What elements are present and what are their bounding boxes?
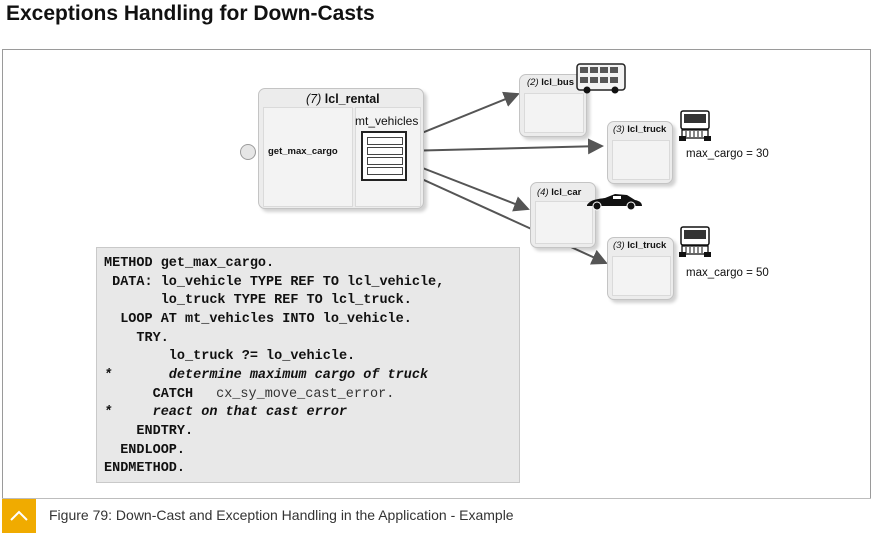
truck-label-2: (3) lcl_truck	[613, 240, 667, 251]
code-line: ENDMETHOD.	[104, 461, 186, 476]
code-line: cx_sy_move_cast_error.	[208, 387, 395, 402]
car-object	[530, 182, 596, 248]
car-label: (4) lcl_car	[537, 187, 582, 198]
method-label: get_max_cargo	[268, 146, 338, 157]
truck-attr-1: max_cargo = 30	[686, 148, 769, 160]
table-widget	[361, 131, 407, 181]
code-comment-line: * react on that cast error	[104, 405, 348, 420]
caption-text: Figure 79: Down-Cast and Exception Handl…	[49, 507, 514, 523]
bus-label: (2) lcl_bus	[527, 77, 575, 88]
truck-icon	[679, 110, 711, 141]
code-line: DATA: lo_vehicle TYPE REF TO lcl_vehicle…	[104, 275, 445, 290]
code-line: CATCH	[104, 387, 194, 402]
method-port	[240, 144, 256, 160]
truck-object-2	[607, 237, 674, 300]
code-line: lo_truck TYPE REF TO lcl_truck.	[104, 293, 412, 308]
code-line: ENDTRY.	[104, 424, 194, 439]
rental-label: (7) lcl_rental	[306, 92, 380, 106]
page-title: Exceptions Handling for Down-Casts	[6, 2, 375, 25]
bus-object	[519, 74, 587, 137]
arrow-to-truck-1	[401, 138, 604, 155]
car-icon	[587, 194, 642, 211]
attribute-label: mt_vehicles	[355, 114, 419, 128]
chevron-up-icon[interactable]	[2, 499, 36, 533]
method-panel	[263, 107, 353, 207]
code-line: METHOD get_max_cargo.	[104, 256, 275, 271]
figure-caption: Figure 79: Down-Cast and Exception Handl…	[2, 498, 871, 533]
code-comment-line: * determine maximum cargo of truck	[104, 368, 429, 383]
code-line: ENDLOOP.	[104, 443, 186, 458]
code-listing: METHOD get_max_cargo. DATA: lo_vehicle T…	[96, 247, 520, 483]
code-line: LOOP AT mt_vehicles INTO lo_vehicle.	[104, 312, 412, 327]
truck-object-1	[607, 121, 673, 184]
truck-icon	[679, 226, 711, 257]
code-line: lo_truck ?= lo_vehicle.	[104, 349, 356, 364]
code-line: TRY.	[104, 331, 169, 346]
truck-attr-2: max_cargo = 50	[686, 267, 769, 279]
bus-icon	[576, 63, 626, 94]
truck-label-1: (3) lcl_truck	[613, 124, 667, 135]
